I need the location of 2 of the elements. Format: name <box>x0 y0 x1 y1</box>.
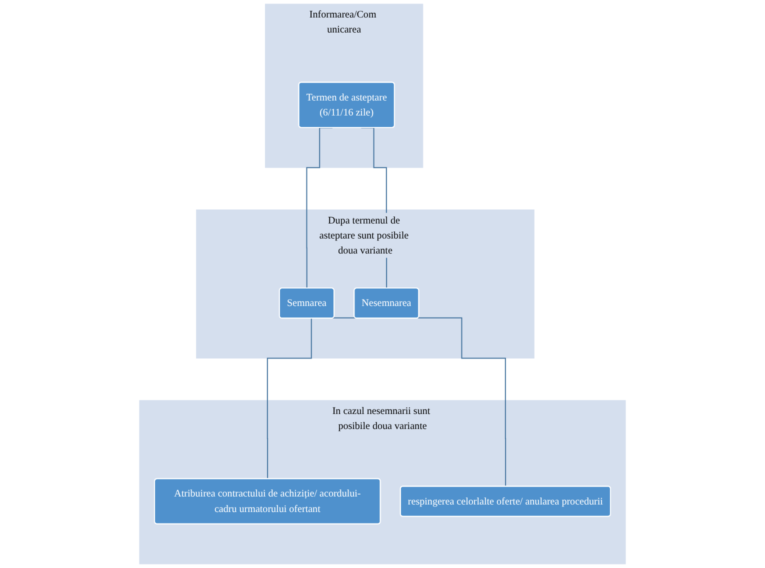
connector <box>418 317 506 487</box>
connector <box>266 317 356 480</box>
